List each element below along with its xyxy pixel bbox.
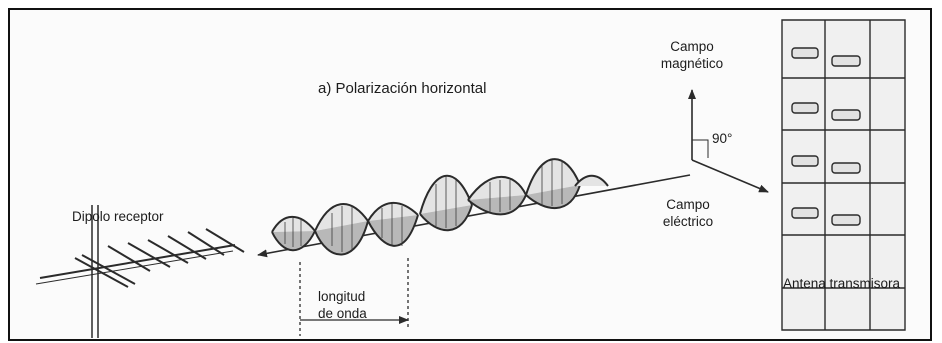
- receiver-label: Dipolo receptor: [72, 209, 164, 224]
- electric-field-label-line2: eléctrico: [662, 214, 714, 229]
- magnetic-field-label-line2: magnético: [660, 56, 724, 71]
- figure-frame: [8, 8, 932, 341]
- magnetic-field-label-line1: Campo: [670, 39, 714, 54]
- wavelength-label: longitud de onda: [318, 288, 367, 322]
- wavelength-label-line1: longitud: [318, 289, 366, 304]
- transmitter-label: Antena transmisora: [783, 276, 901, 291]
- receiver-yagi-antenna: [35, 205, 245, 338]
- wave-hatching: [284, 160, 563, 252]
- em-wave: [271, 158, 609, 256]
- field-axes: [688, 89, 769, 193]
- electric-field-label-line1: Campo: [666, 197, 710, 212]
- wavelength-label-line2: de onda: [318, 306, 367, 321]
- transmitter-antenna: [781, 19, 906, 331]
- diagram-title: a) Polarización horizontal: [318, 80, 487, 97]
- magnetic-field-label: Campo magnético: [648, 38, 736, 72]
- angle-label: 90°: [712, 131, 733, 146]
- wavelength-dimension: [299, 258, 409, 336]
- electric-field-label: Campo eléctrico: [648, 196, 728, 230]
